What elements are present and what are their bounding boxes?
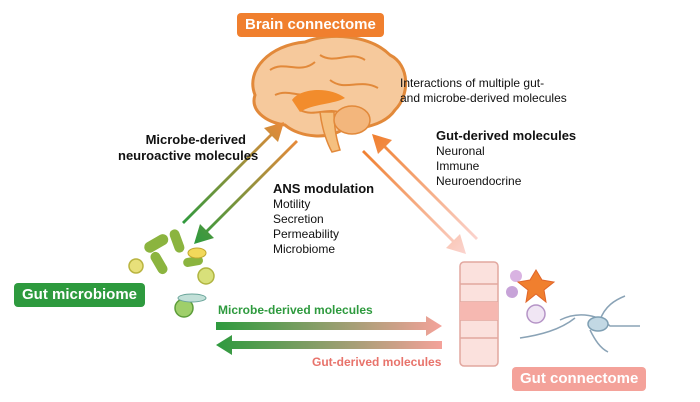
ans-list: Motility Secretion Permeability Microbio… <box>273 197 374 257</box>
gut-tissue-illustration <box>459 261 640 367</box>
ans-item: Microbiome <box>273 242 336 256</box>
gut-molecules-label: Gut-derived molecules <box>312 355 442 369</box>
gut-derived-title: Gut-derived molecules <box>436 128 577 143</box>
microbe-molecules-label: Microbe-derived molecules <box>218 303 373 317</box>
interactions-line2: and microbe-derived molecules <box>400 91 567 105</box>
ans-item: Permeability <box>273 227 340 241</box>
interactions-annotation: Interactions of multiple gut- and microb… <box>400 76 567 106</box>
gut-connectome-label: Gut connectome <box>512 367 647 391</box>
microbe-illustration <box>128 229 215 318</box>
brain-illustration <box>251 34 408 153</box>
arrows-horizontal <box>216 316 442 355</box>
microbe-neuro-line2: neuroactive molecules <box>118 148 259 163</box>
arrows-right <box>362 134 478 254</box>
arrows-left <box>182 122 298 244</box>
gut-microbiome-label: Gut microbiome <box>14 283 146 307</box>
interactions-line1: Interactions of multiple gut- <box>400 76 545 90</box>
brain-connectome-label: Brain connectome <box>237 13 384 37</box>
microbe-neuro-annotation: Microbe-derived neuroactive molecules <box>118 132 258 164</box>
gut-derived-item: Neuroendocrine <box>436 174 522 188</box>
gut-derived-item: Neuronal <box>436 144 485 158</box>
gut-derived-item: Immune <box>436 159 480 173</box>
ans-title: ANS modulation <box>273 181 375 196</box>
ans-item: Secretion <box>273 212 324 226</box>
microbe-neuro-line1: Microbe-derived <box>145 132 246 147</box>
ans-modulation-annotation: ANS modulation Motility Secretion Permea… <box>273 181 374 257</box>
gut-derived-list: Neuronal Immune Neuroendocrine <box>436 144 576 189</box>
ans-item: Motility <box>273 197 311 211</box>
gut-derived-annotation: Gut-derived molecules Neuronal Immune Ne… <box>436 128 576 189</box>
